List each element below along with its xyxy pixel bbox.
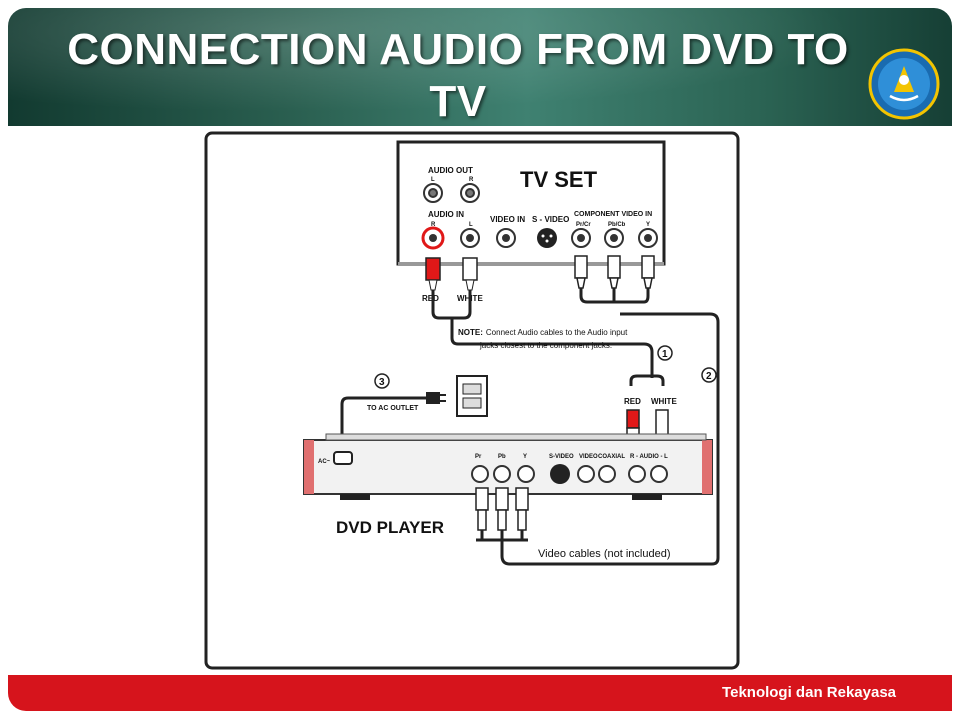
tv-audio-out-r: R [469, 177, 474, 183]
dvd-player-body [303, 433, 713, 500]
dvd-white-label: WHITE [651, 397, 677, 406]
step-2-marker: 2 [701, 367, 717, 383]
tv-audio-out-l-jack [423, 183, 443, 203]
note-line-1: NOTE:Connect Audio cables to the Audio i… [458, 328, 628, 337]
svg-text:3: 3 [379, 377, 385, 388]
tv-video-in-label: VIDEO IN [490, 215, 525, 224]
tv-y-jack [638, 228, 658, 248]
ac-outlet-label: TO AC OUTLET [367, 405, 419, 412]
svg-text:1: 1 [662, 349, 668, 360]
power-cord [340, 396, 426, 460]
step-3-marker: 3 [374, 373, 390, 389]
dvd-red-label: RED [624, 397, 641, 406]
slide-title: CONNECTION AUDIO FROM DVD TO TV [67, 25, 849, 126]
component-video-cable [476, 288, 720, 566]
tv-red-label: RED [422, 294, 439, 303]
tv-audio-in-r: R [431, 222, 436, 228]
slide-footer: Teknologi dan Rekayasa [8, 675, 952, 711]
dvd-y-label: Y [523, 454, 527, 460]
dvd-audio-label: R - AUDIO - L [630, 454, 668, 460]
tv-y-label: Y [646, 222, 650, 228]
tv-pr-jack [571, 228, 591, 248]
tv-video-in-jack [496, 228, 516, 248]
tut-wuri-handayani-logo [868, 48, 940, 120]
slide-header: CONNECTION AUDIO FROM DVD TO TV [8, 8, 952, 126]
dvd-ac-label: AC~ [318, 459, 331, 465]
tv-pb-label: Pb/Cb [608, 222, 626, 228]
tv-audio-in-r-jack [421, 226, 445, 250]
dvd-s-video-label: S-VIDEO [549, 454, 574, 460]
tv-audio-out-r-jack [460, 183, 480, 203]
tv-set-panel: AUDIO OUT L R TV SET AUDIO IN R L VIDEO … [396, 140, 666, 266]
tv-red-plug [425, 257, 441, 291]
dvd-s-video-jack [550, 464, 570, 484]
tv-set-label: TV SET [520, 167, 598, 192]
tv-s-video-jack [537, 228, 557, 248]
step-1-marker: 1 [657, 345, 673, 361]
tv-component-label: COMPONENT VIDEO IN [574, 211, 652, 218]
tv-pb-jack [604, 228, 624, 248]
wall-outlet-icon [456, 375, 488, 417]
dvd-coaxial-label: COAXIAL [598, 454, 625, 460]
footer-text: Teknologi dan Rekayasa [722, 684, 896, 701]
tv-audio-in-l: L [469, 222, 473, 228]
audio-cable [431, 290, 665, 386]
dvd-pb-label: Pb [498, 454, 506, 460]
header-sheen [8, 8, 952, 126]
svg-text:2: 2 [706, 371, 712, 382]
tv-audio-out-label: AUDIO OUT [428, 166, 473, 175]
note-line-2: jacks closest to the component jacks. [479, 341, 612, 350]
dvd-video-label: VIDEO [579, 454, 598, 460]
power-plug-icon [426, 392, 446, 404]
tv-white-plug [462, 257, 478, 291]
tv-component-plugs [574, 255, 655, 289]
dvd-player-label: DVD PLAYER [336, 518, 444, 537]
dvd-component-plugs [475, 487, 529, 531]
tv-audio-in-l-jack [460, 228, 480, 248]
video-cables-label: Video cables (not included) [538, 548, 671, 560]
tv-audio-out-l: L [431, 177, 435, 183]
dvd-pr-label: Pr [475, 454, 482, 460]
tv-s-video-label: S - VIDEO [532, 215, 569, 224]
tv-audio-in-label: AUDIO IN [428, 210, 464, 219]
dvd-jacks [471, 465, 668, 483]
tv-pr-label: Pr/Cr [576, 222, 591, 228]
